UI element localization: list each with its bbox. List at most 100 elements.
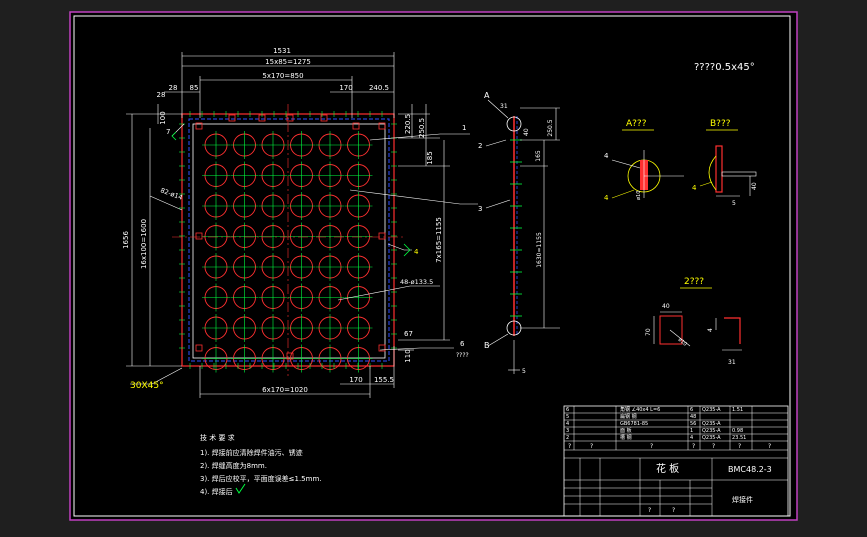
chamfer-label: 30X45° bbox=[130, 381, 164, 391]
callout-1: 1 bbox=[462, 124, 466, 132]
dim-hole-pitch-5: 5x170=850 bbox=[262, 72, 303, 80]
bolt-square bbox=[320, 114, 328, 122]
dim-240-top: 240.5 bbox=[369, 84, 389, 92]
hole bbox=[259, 253, 287, 281]
hole bbox=[202, 192, 230, 220]
dim-67-right: 67 bbox=[404, 330, 413, 338]
notes-title: 技 术 要 求 bbox=[200, 433, 235, 442]
dim-185-right: 185 bbox=[426, 151, 434, 164]
tb-header-3: ? bbox=[650, 443, 653, 450]
hole bbox=[202, 314, 230, 342]
detail-b-dim-40: 40 bbox=[751, 182, 758, 190]
drawing-sheet bbox=[69, 11, 798, 521]
parts-cell: 6 bbox=[566, 407, 569, 413]
part-subtitle: 焊接件 bbox=[732, 495, 753, 504]
dim-28-a: 28 bbox=[169, 84, 178, 92]
parts-cell: 23.51 bbox=[732, 435, 746, 441]
parts-cell: GB6781-85 bbox=[620, 421, 648, 427]
hole bbox=[202, 253, 230, 281]
hole bbox=[344, 131, 373, 159]
dim-170-top: 170 bbox=[339, 84, 352, 92]
detail-c-dim-40: 40 bbox=[662, 303, 670, 310]
tb-footer-2: ? bbox=[672, 507, 675, 514]
main-plate-view: 1531 15x85=1275 5x170=850 170 240.5 85 2… bbox=[122, 47, 478, 398]
hole bbox=[287, 283, 316, 312]
dim-28-b: 28 bbox=[157, 91, 166, 99]
dim-165-right: 7x165=1155 bbox=[435, 217, 443, 263]
hole bbox=[316, 192, 344, 220]
side-dim-165: 165 bbox=[535, 150, 542, 162]
dim-hole-pitch-left: 16x100=1600 bbox=[140, 219, 148, 269]
chamfer-note: ????0.5x45° bbox=[694, 62, 755, 73]
hole bbox=[230, 161, 259, 190]
hole bbox=[259, 283, 287, 312]
parts-cell: 2 bbox=[566, 435, 569, 441]
parts-cell: 5 bbox=[566, 414, 569, 420]
dim-155-bottom: 155.5 bbox=[374, 376, 394, 384]
hole bbox=[344, 283, 373, 312]
parts-cell: Q235-A bbox=[702, 428, 721, 434]
bolt-square bbox=[195, 344, 203, 352]
dim-110-bottom: 110 bbox=[404, 349, 412, 362]
detail-a: A??? 4 4 ø10 bbox=[604, 119, 684, 202]
detail-a-label-4a: 4 bbox=[604, 152, 609, 160]
technical-notes: 技 术 要 求 1). 焊接前应清除焊件油污、锈迹 2). 焊缝高度为8mm. … bbox=[200, 433, 322, 496]
parts-cell: 1 bbox=[690, 428, 693, 434]
hole bbox=[344, 222, 373, 251]
hole bbox=[287, 314, 316, 342]
side-dim-31: 31 bbox=[500, 103, 508, 110]
callout-4-main: 4 bbox=[414, 248, 419, 256]
tb-header-6: ? bbox=[738, 443, 741, 450]
hole bbox=[230, 192, 259, 220]
hole-callout: 48-ø133.5 bbox=[400, 278, 433, 286]
dim-100-left: 100 bbox=[159, 111, 167, 124]
callout-question: ???? bbox=[456, 352, 469, 359]
hole bbox=[287, 161, 316, 190]
hole bbox=[316, 314, 344, 342]
hole bbox=[344, 192, 373, 220]
parts-cell: 4 bbox=[566, 421, 569, 427]
tb-header-7: ? bbox=[768, 443, 771, 450]
hole bbox=[230, 131, 259, 159]
hole bbox=[230, 283, 259, 312]
hole bbox=[259, 161, 287, 190]
parts-cell: Q235-A bbox=[702, 421, 721, 427]
bolt-square bbox=[378, 344, 386, 352]
hole bbox=[202, 283, 230, 312]
detail-c-title: 2??? bbox=[684, 277, 704, 287]
callout-3: 3 bbox=[478, 205, 482, 213]
detail-b: B??? 4 5 40 bbox=[692, 119, 758, 207]
dim-overall-width: 1531 bbox=[273, 47, 291, 55]
plate-inner-dashed bbox=[188, 118, 390, 362]
hole bbox=[287, 344, 316, 373]
bolt-square bbox=[195, 122, 203, 130]
hole bbox=[230, 314, 259, 342]
bolt-square bbox=[378, 122, 386, 130]
callout-7: 7 bbox=[166, 128, 170, 136]
parts-cell: 角钢 ∠40x4 L=6 bbox=[620, 406, 660, 413]
bolt-square bbox=[195, 232, 203, 240]
hole bbox=[287, 222, 316, 251]
detail-a-label-4b: 4 bbox=[604, 194, 609, 202]
detail-b-label-4: 4 bbox=[692, 184, 697, 192]
tb-header-1: ? bbox=[568, 443, 571, 450]
parts-cell: 48 bbox=[690, 414, 696, 420]
callout-6: 6 bbox=[460, 340, 465, 348]
part-name: 花 板 bbox=[656, 462, 679, 475]
dim-250-right: 250.5 bbox=[418, 118, 426, 138]
hole bbox=[259, 131, 287, 159]
hole-grid bbox=[202, 131, 373, 373]
hole bbox=[259, 314, 287, 342]
detail-b-title: B??? bbox=[710, 119, 731, 129]
parts-cell: 3 bbox=[566, 428, 569, 434]
parts-cell: Q235-A bbox=[702, 435, 721, 441]
detail-c: 2??? 40 70 ø10 31 4 bbox=[645, 277, 742, 366]
detail-a-title: A??? bbox=[626, 119, 647, 129]
parts-cell: 56 bbox=[690, 421, 696, 427]
hole bbox=[287, 253, 316, 281]
dim-overall-height: 1656 bbox=[122, 231, 130, 249]
plate-inner-outline bbox=[192, 123, 386, 359]
